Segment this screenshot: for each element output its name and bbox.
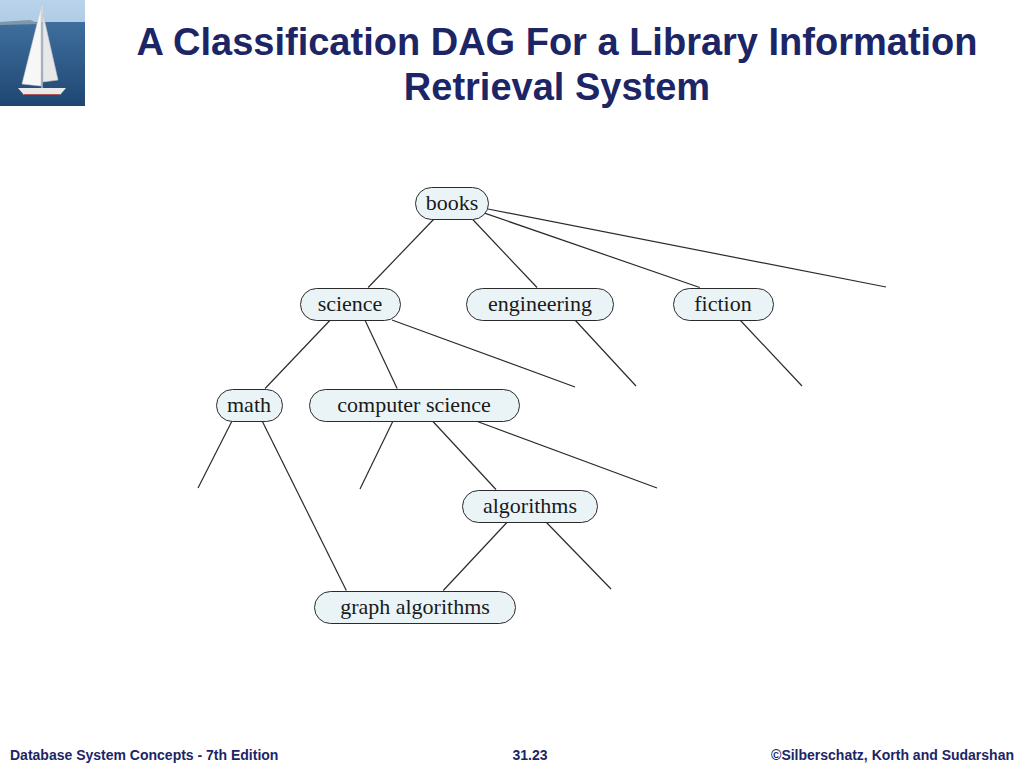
open-branches [198,209,886,589]
category-label: science [318,292,383,316]
open-branch-line [546,522,611,589]
open-branch-line [740,320,802,386]
hierarchy-link [262,422,346,591]
hierarchy-link [473,220,537,288]
category-label: algorithms [483,494,577,518]
footer-text: ©Silberschatz, Korth and Sudarshan [771,747,1014,763]
hierarchy-link [484,213,700,288]
open-branch-line [476,421,657,488]
hierarchy-link [368,220,433,288]
slide-title: A Classification DAG For a Library Infor… [107,20,1007,110]
category-label: fiction [694,292,751,316]
category-box: science [300,288,401,321]
category-box: graph algorithms [314,591,516,624]
open-branch-line [392,320,575,387]
open-branch-line [575,320,636,386]
category-label: math [227,393,271,417]
category-box: math [216,389,283,422]
hierarchy-link [265,321,330,389]
logo-hull [18,88,66,95]
category-box: fiction [673,288,774,321]
category-label: engineering [488,292,592,316]
logo-mast [41,6,42,92]
category-box: engineering [466,288,614,321]
logo-sky [0,0,85,106]
logo-waterline [24,94,60,96]
logo-sail [22,8,41,86]
category-box: algorithms [462,490,598,523]
category-label: books [426,191,479,215]
hierarchy-link [443,523,507,591]
hierarchy-link [365,321,397,389]
category-label: computer science [337,393,490,417]
hierarchy-link [433,422,496,490]
category-box: books [415,187,489,220]
logo-jib [43,14,58,82]
footer-text: Database System Concepts - 7th Edition [10,747,278,763]
logo-shore [0,20,40,25]
open-branch-line [360,421,393,489]
open-branch-line [198,421,232,488]
sailboat-logo [0,0,85,106]
footer-text: 31.23 [512,747,547,763]
category-box: computer science [309,389,520,422]
category-label: graph algorithms [340,595,490,619]
open-branch-line [488,209,886,287]
